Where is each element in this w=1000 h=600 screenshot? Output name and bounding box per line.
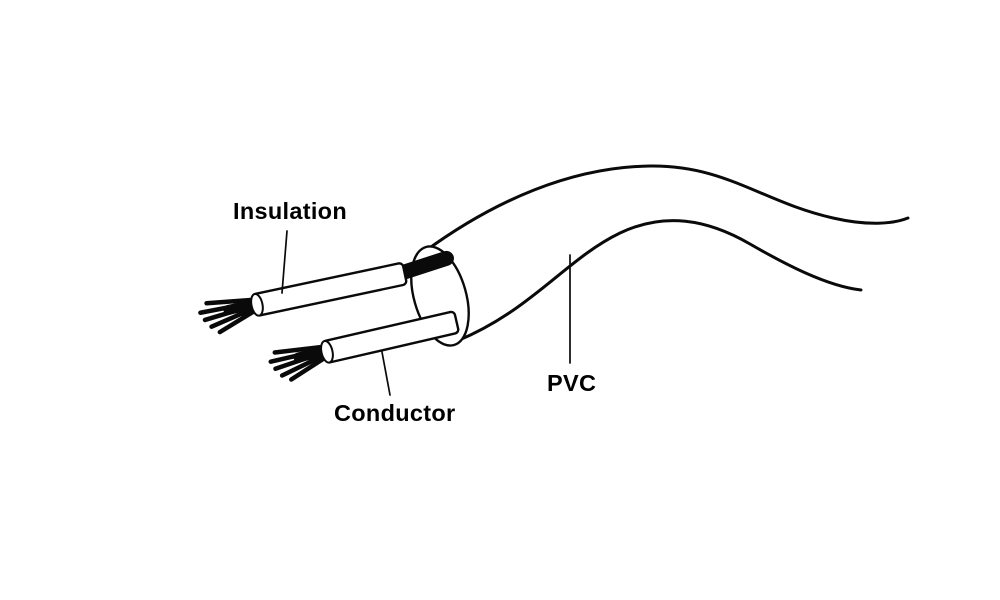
upper-conductor-strands-icon xyxy=(198,297,256,335)
insulation-leader-line xyxy=(281,230,288,294)
upper-wire-insulation-tube xyxy=(251,262,408,317)
leader-lines xyxy=(281,230,571,396)
lower-wire-group xyxy=(268,310,460,382)
lower-conductor-strands-icon xyxy=(268,344,326,382)
pvc-jacket-top-edge xyxy=(422,164,910,254)
upper-wire-insulation-end-cap xyxy=(250,292,264,317)
lower-wire-insulation-end-cap xyxy=(320,339,334,364)
upper-wire xyxy=(198,250,454,335)
conductor-leader-line xyxy=(381,351,391,396)
label-conductor: Conductor xyxy=(334,400,456,426)
upper-wire-inner-conductor xyxy=(393,250,454,281)
label-insulation: Insulation xyxy=(233,198,347,224)
label-pvc: PVC xyxy=(547,370,596,396)
lower-wire-insulation-tube xyxy=(321,310,460,364)
lower-wire xyxy=(268,310,460,382)
pvc-jacket xyxy=(410,164,910,347)
pvc-jacket-bottom-edge xyxy=(455,219,863,343)
upper-wire-group xyxy=(198,250,454,335)
